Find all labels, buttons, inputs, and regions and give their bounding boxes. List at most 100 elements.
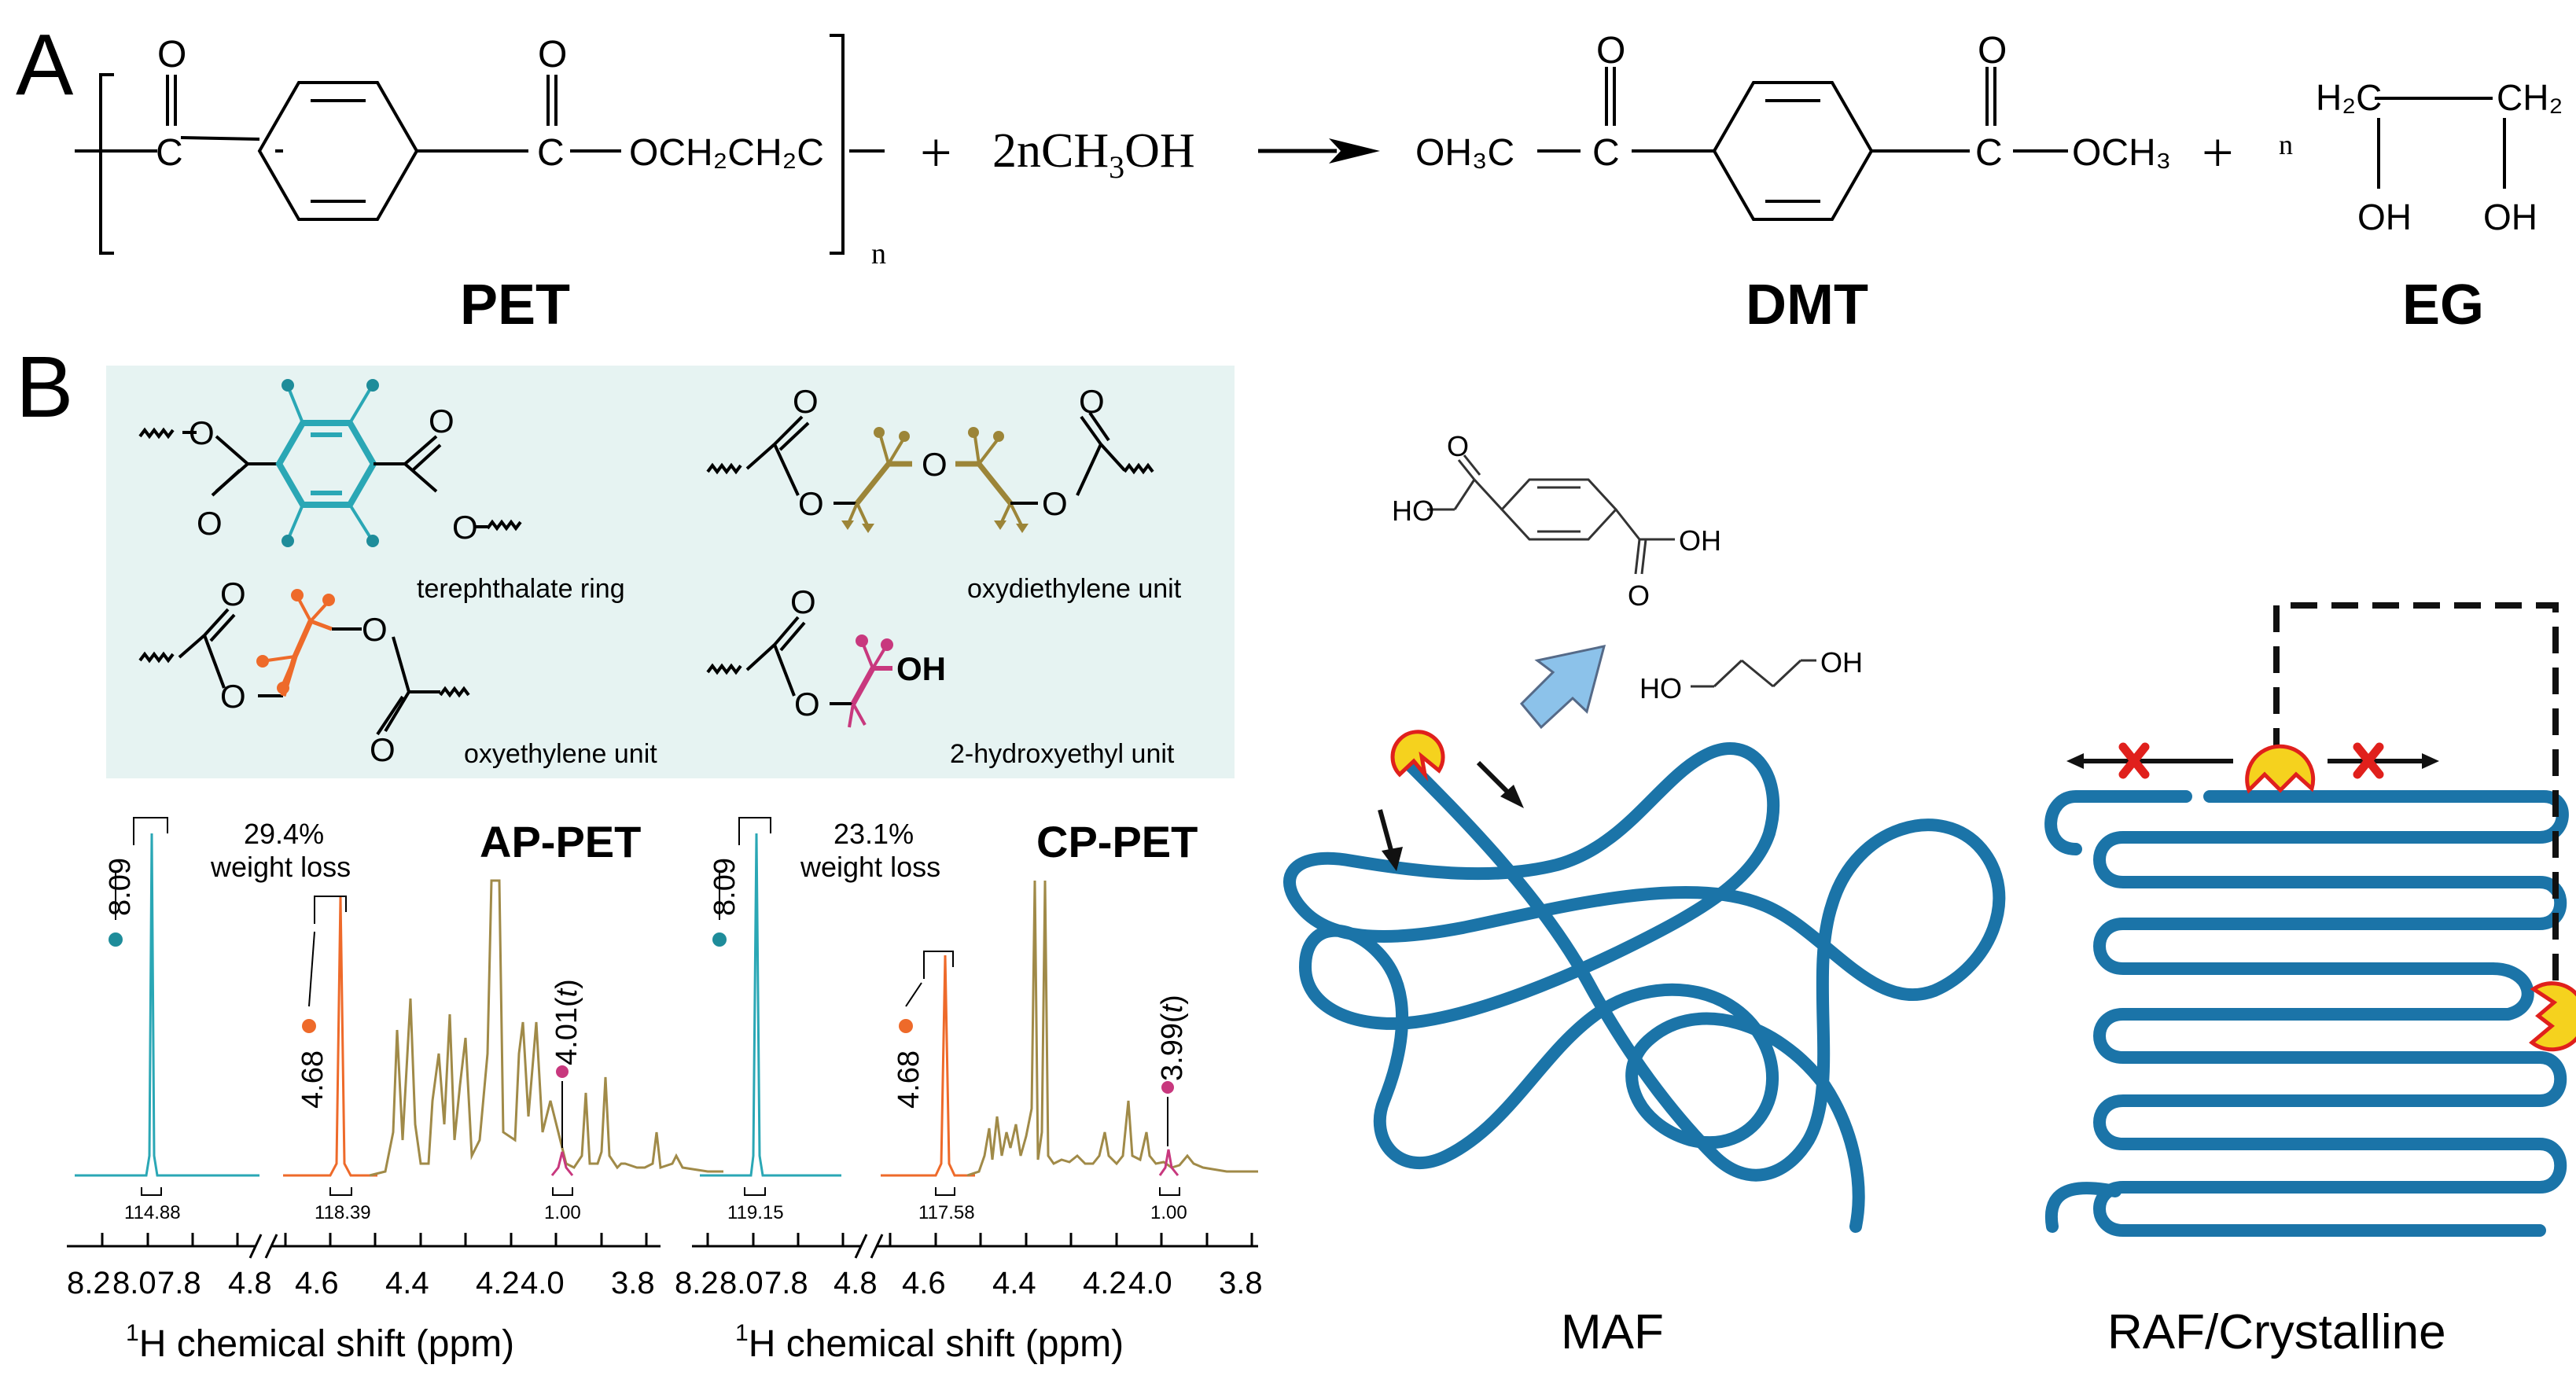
oxyethylene-peak	[881, 951, 975, 1177]
oxye-atom-o-4: O	[370, 731, 396, 768]
oxydiethylene-unit-label: oxydiethylene unit	[967, 574, 1182, 604]
tick-label: 3.8	[611, 1266, 655, 1300]
tick-label: 4.2	[476, 1266, 520, 1300]
tick-label: 8.0	[719, 1266, 764, 1300]
eg-oh-label: OH	[1820, 646, 1863, 679]
plus-sign-2: +	[2202, 121, 2234, 184]
pet-name: PET	[460, 274, 570, 337]
weight-loss-percent: 23.1%	[834, 818, 914, 850]
tick-label: 4.6	[902, 1266, 946, 1300]
dmt-name: DMT	[1746, 274, 1868, 337]
crystalline-folded-chain	[2044, 790, 2569, 1237]
pet-carbonyl-o-1: O	[157, 34, 186, 75]
hydroxyethyl-unit	[706, 616, 893, 728]
eg-coefficient: n	[2279, 129, 2293, 160]
blocked-direction-arrows	[2066, 753, 2439, 769]
pet-carbon-1: C	[156, 132, 183, 174]
tick-label: 7.8	[764, 1266, 808, 1300]
tick-label: 4.8	[834, 1266, 878, 1300]
oxyd-atom-o-4: O	[1042, 485, 1068, 522]
reaction-arrow	[1258, 138, 1380, 164]
integral-oxy: 117.58	[918, 1202, 975, 1223]
tick-label: 8.0	[112, 1266, 156, 1300]
peak-label-oxyethylene: 4.68	[892, 1050, 926, 1109]
maf-polymer-chain	[1283, 742, 2006, 1233]
ring-atom-o-4: O	[452, 509, 478, 546]
terephthalate-ring-unit	[138, 379, 522, 547]
nmr-spectrum-ap-pet: AP-PET 29.4% weight loss 8.09 4.68 4.01(…	[67, 817, 723, 1365]
eg-right-ch2: CH₂	[2497, 77, 2563, 118]
enzyme-maf	[1390, 730, 1445, 782]
dmt-structure	[1537, 67, 2068, 221]
pet-repeat-n: n	[871, 237, 886, 270]
hydroxy-atom-o-2: O	[794, 686, 820, 723]
panel-a-label: A	[16, 17, 74, 113]
ring-atom-o-1: O	[189, 414, 215, 451]
ring-atom-o-2: O	[197, 505, 223, 542]
enzyme-raf-side	[2529, 981, 2576, 1052]
tick-label: 4.2	[1083, 1266, 1127, 1300]
peak-label-oxyethylene: 4.68	[296, 1050, 329, 1109]
tick-label: 4.6	[295, 1266, 339, 1300]
ring-atom-o-3: O	[429, 403, 454, 440]
oxyd-atom-o-5: O	[1079, 383, 1105, 420]
pet-ester-group: OCH₂CH₂C	[629, 132, 824, 174]
maf-label: MAF	[1561, 1305, 1664, 1359]
dmt-carbonyl-o-2: O	[1978, 30, 2007, 72]
end-peak	[550, 1065, 574, 1176]
dmt-carbon-2: C	[1975, 132, 2003, 174]
oxyd-atom-o-2: O	[798, 485, 824, 522]
eg-oh-left: OH	[2357, 197, 2412, 237]
peak-label-ring: 8.09	[104, 858, 137, 916]
ring-peak	[700, 817, 841, 1177]
structural-units-box	[106, 366, 1235, 778]
ring-peak	[75, 817, 259, 1177]
x-axis-label: 1H chemical shift (ppm)	[126, 1320, 514, 1365]
oxye-atom-o-2: O	[220, 678, 246, 715]
x-axis	[67, 1233, 661, 1259]
terephthalate-ring-label: terephthalate ring	[417, 574, 625, 604]
peak-label-ring: 8.09	[708, 858, 742, 916]
dmt-carbon-1: C	[1592, 132, 1620, 174]
oxye-atom-o-1: O	[220, 576, 246, 612]
pet-carbon-2: C	[537, 132, 565, 174]
terephthalic-acid-structure	[1427, 454, 1675, 575]
tick-label: 4.0	[1128, 1266, 1172, 1300]
plus-sign-1: +	[920, 121, 952, 184]
x-axis	[692, 1233, 1258, 1259]
block-x-marks	[2118, 742, 2384, 779]
dmt-right-group: OCH₃	[2072, 132, 2171, 174]
pet-repeat-unit	[75, 34, 885, 255]
methanol-reactant: 2nCH3OH	[992, 124, 1195, 185]
peak-label-end: 3.99(t)	[1156, 995, 1189, 1081]
eg-structure	[2375, 97, 2506, 189]
eg-name: EG	[2402, 274, 2484, 337]
integral-oxy: 118.39	[315, 1202, 371, 1223]
main-peak-cluster	[966, 880, 1258, 1177]
integral-end: 1.00	[544, 1202, 581, 1223]
oxye-atom-o-3: O	[362, 611, 388, 648]
eg-ho-label: HO	[1639, 672, 1682, 704]
eg-oh-right: OH	[2483, 197, 2537, 237]
tick-label: 8.2	[675, 1266, 719, 1300]
dmt-carbonyl-o-1: O	[1596, 30, 1625, 72]
spectrum-title: CP-PET	[1036, 817, 1198, 866]
x-axis-label: 1H chemical shift (ppm)	[735, 1320, 1124, 1365]
tick-label: 4.4	[385, 1266, 429, 1300]
main-peak-cluster	[369, 879, 723, 1177]
integral-brackets	[141, 1187, 573, 1196]
tick-label: 8.2	[67, 1266, 111, 1300]
tpa-o-bottom: O	[1628, 579, 1650, 612]
oxydiethylene-unit	[706, 411, 1154, 533]
weight-loss-text: weight loss	[800, 851, 940, 883]
tick-label: 4.4	[992, 1266, 1036, 1300]
spectrum-title: AP-PET	[480, 817, 641, 866]
tpa-ho: HO	[1392, 495, 1434, 527]
tick-label: 3.8	[1219, 1266, 1263, 1300]
weight-loss-text: weight loss	[210, 851, 351, 883]
oxyd-atom-o-1: O	[793, 383, 819, 420]
oxyethylene-unit-label: oxyethylene unit	[464, 739, 657, 769]
hydroxy-atom-oh: OH	[896, 650, 946, 687]
tpa-o-top: O	[1447, 430, 1469, 462]
